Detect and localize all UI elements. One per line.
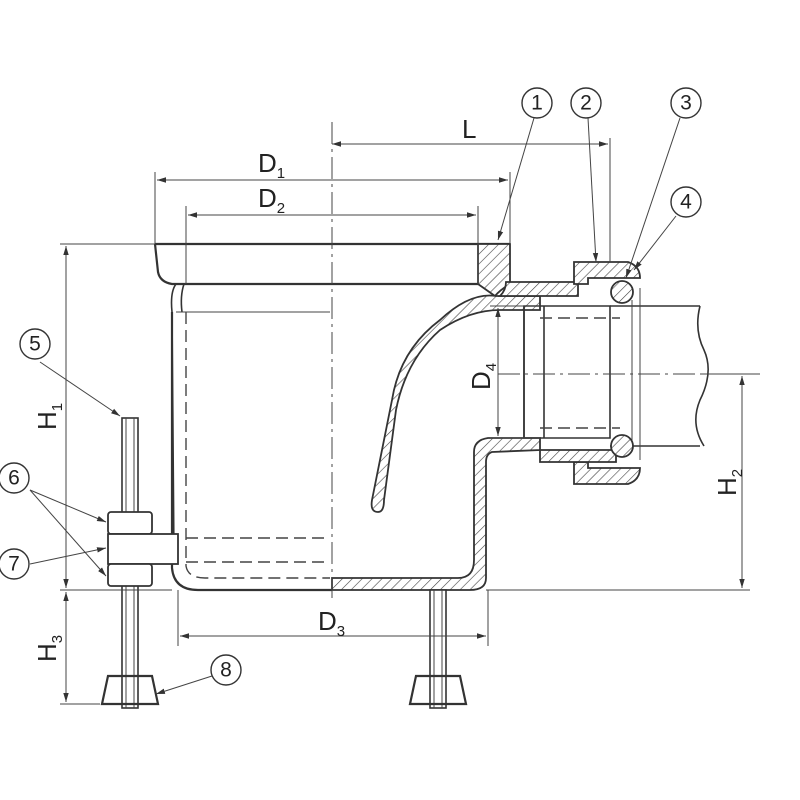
callout-1: 1 [521, 87, 553, 119]
svg-text:6: 6 [8, 467, 20, 490]
dim-D1: D1 [258, 148, 285, 182]
dim-L: L [462, 114, 476, 144]
svg-text:D4: D4 [466, 363, 500, 390]
dim-D3: D3 [318, 606, 345, 640]
callout-4: 4 [670, 186, 702, 218]
svg-text:H3: H3 [32, 635, 66, 662]
svg-text:H2: H2 [712, 469, 746, 496]
dim-D4: D4 [466, 363, 500, 390]
svg-text:3: 3 [680, 92, 692, 115]
callout-7: 7 [0, 548, 30, 580]
dim-D2: D2 [258, 183, 285, 217]
callout-8: 8 [210, 654, 242, 686]
svg-text:2: 2 [580, 92, 592, 115]
dim-H2: H2 [712, 469, 746, 496]
dimension-lines [63, 141, 745, 702]
svg-text:8: 8 [220, 659, 232, 682]
svg-text:1: 1 [531, 92, 543, 115]
callout-6: 6 [0, 462, 30, 494]
anchor-bolt-right [408, 589, 468, 709]
svg-text:7: 7 [8, 553, 20, 576]
section-view [331, 243, 641, 591]
o-ring-seals [610, 280, 634, 458]
extension-lines [60, 138, 750, 705]
dim-H3: H3 [32, 635, 66, 662]
callout-5: 5 [19, 328, 51, 360]
svg-text:5: 5 [29, 333, 41, 356]
dim-H1: H1 [32, 403, 66, 430]
svg-text:H1: H1 [32, 403, 66, 430]
anchor-bolt-left [100, 417, 179, 709]
svg-text:4: 4 [680, 191, 692, 214]
callout-2: 2 [570, 87, 602, 119]
leader-lines [29, 117, 681, 695]
callout-3: 3 [670, 87, 702, 119]
